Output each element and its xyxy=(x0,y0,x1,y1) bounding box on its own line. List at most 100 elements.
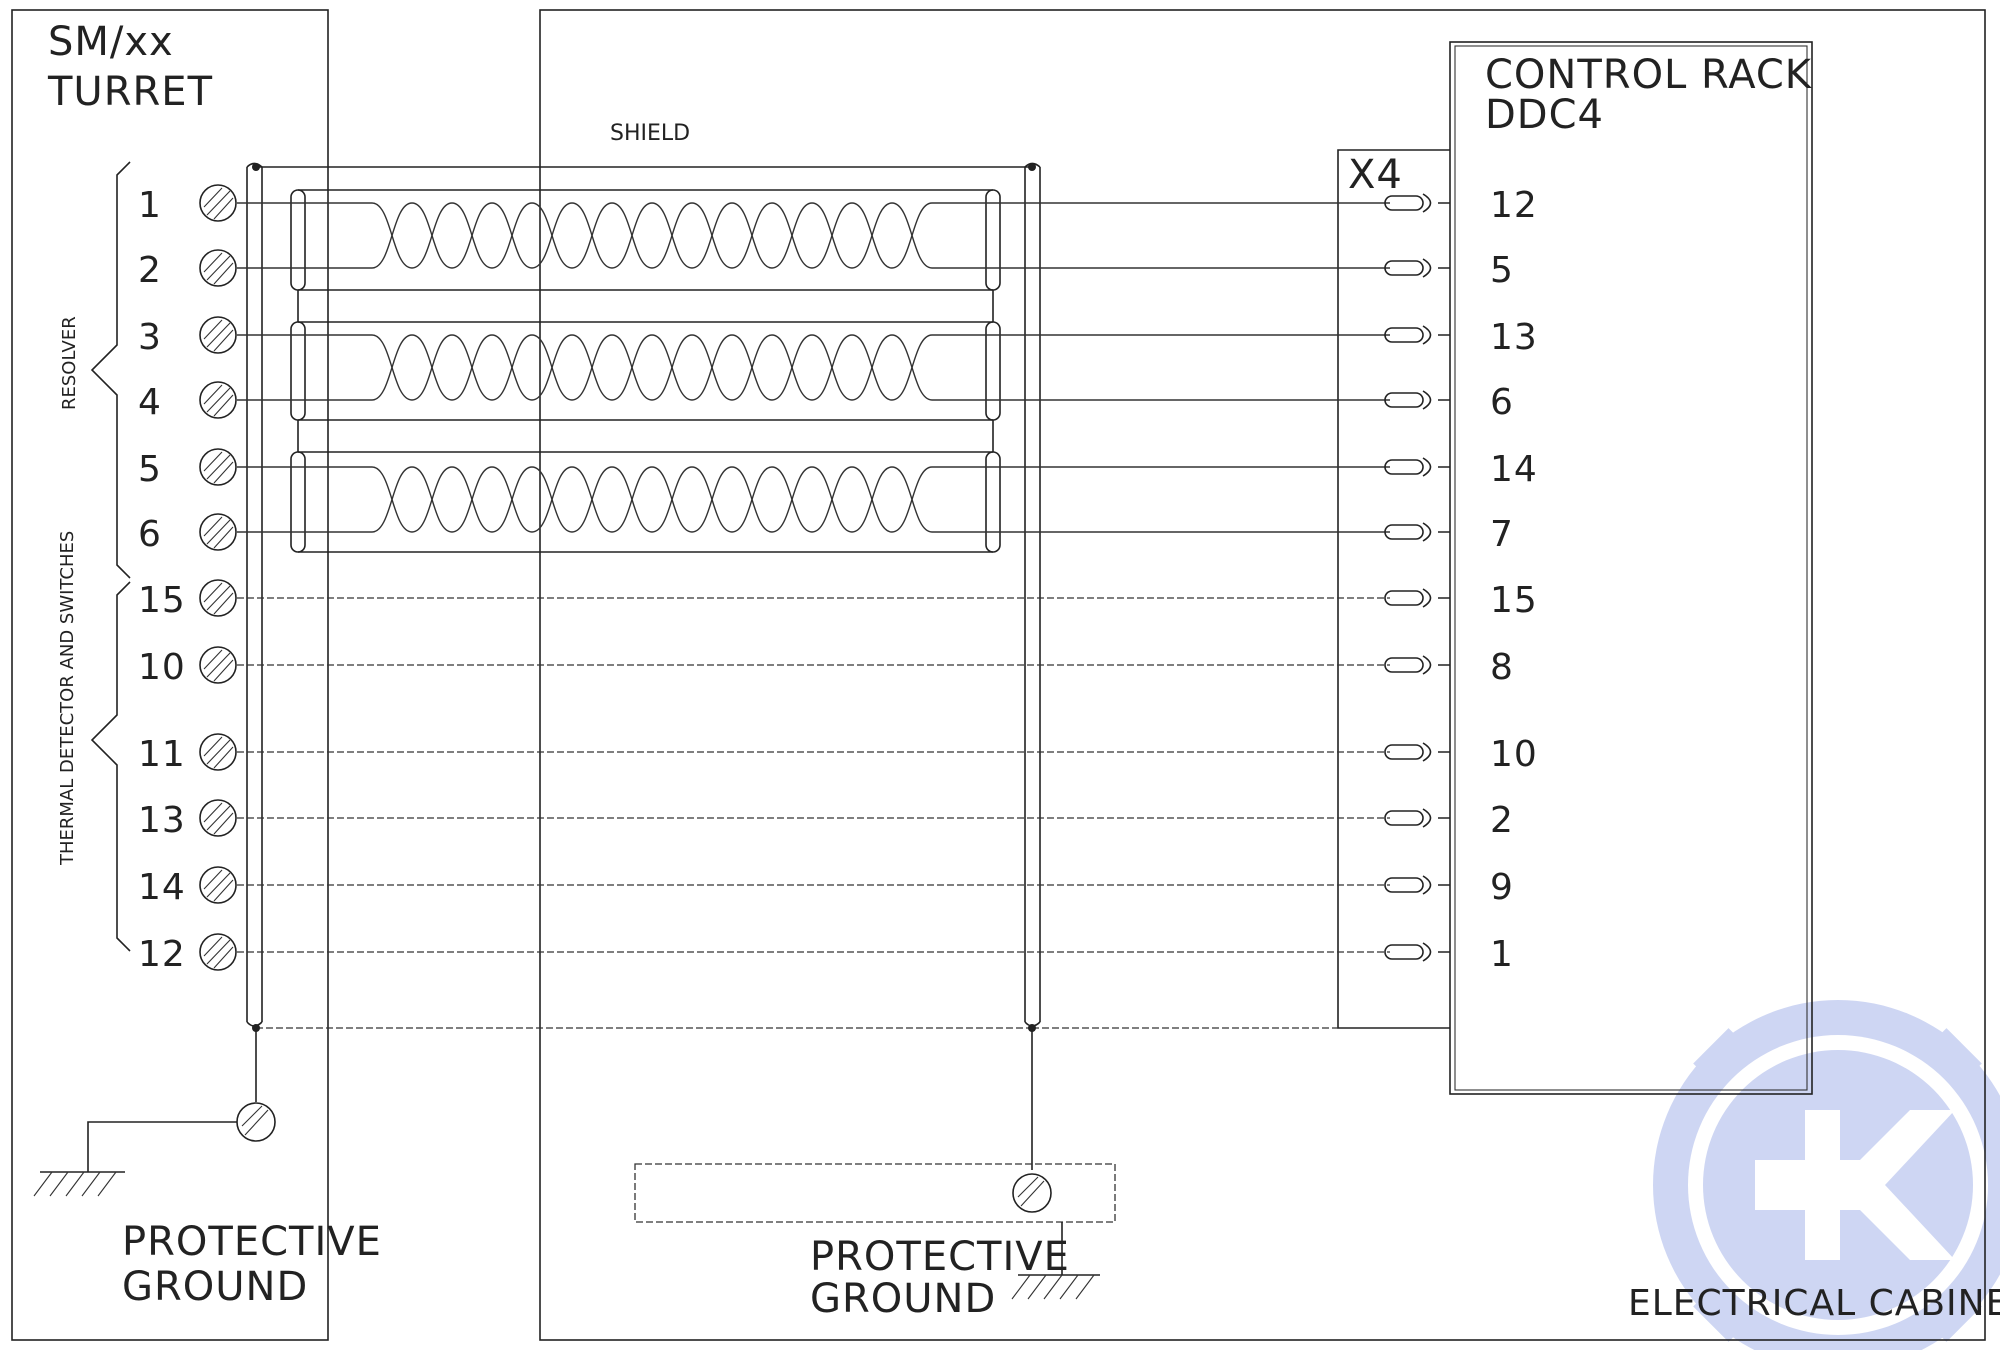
x4-pin-number: 5 xyxy=(1490,250,1514,291)
pin-socket-icon xyxy=(1384,590,1424,606)
x4-connector-block xyxy=(1337,149,1450,1029)
turret-terminal-number: 15 xyxy=(138,580,186,621)
x4-pin: 10 xyxy=(1384,734,1538,775)
turret-terminal: 11 xyxy=(138,733,237,775)
screw-terminal-icon xyxy=(199,184,237,222)
right-ground-terminal-icon xyxy=(1012,1173,1052,1213)
turret-terminal: 10 xyxy=(138,646,237,688)
screw-terminal-icon xyxy=(199,513,237,551)
turret-terminal-number: 10 xyxy=(138,647,186,688)
turret-terminal-number: 4 xyxy=(138,382,162,423)
screw-terminal-icon xyxy=(199,799,237,837)
x4-pin-number: 2 xyxy=(1490,800,1514,841)
screw-terminal-icon xyxy=(199,646,237,684)
pin-socket-icon xyxy=(1384,657,1424,673)
resolver-group-label: RESOLVER xyxy=(59,316,80,410)
turret-enclosure xyxy=(11,9,329,1341)
x4-pin: 1 xyxy=(1384,934,1514,975)
turret-terminal-number: 6 xyxy=(138,514,162,555)
pair-shield-3 xyxy=(298,451,993,553)
x4-pin-number: 14 xyxy=(1490,449,1538,490)
x4-pin: 6 xyxy=(1384,382,1514,423)
x4-pin-number: 7 xyxy=(1490,514,1514,555)
turret-terminal: 3 xyxy=(138,316,237,358)
pin-socket-icon xyxy=(1384,524,1424,540)
pin-socket-icon xyxy=(1384,195,1424,211)
turret-terminal: 14 xyxy=(138,866,237,908)
screw-terminal-icon xyxy=(199,733,237,771)
right-ground-label-line1: PROTECTIVE xyxy=(810,1234,1070,1280)
screw-terminal-icon xyxy=(199,381,237,419)
left-ground-terminal-icon xyxy=(236,1102,276,1142)
twisted-pair-3 xyxy=(371,466,933,533)
turret-terminal-number: 3 xyxy=(138,317,162,358)
control-rack-model: DDC4 xyxy=(1485,92,1604,138)
x4-connector-label: X4 xyxy=(1348,152,1403,198)
electrical-cabinet-label: ELECTRICAL CABINET xyxy=(1628,1283,2000,1324)
right-ground-label-line2: GROUND xyxy=(810,1276,996,1322)
pair-shield-1 xyxy=(298,189,993,291)
pin-socket-icon xyxy=(1384,877,1424,893)
turret-terminal: 5 xyxy=(138,448,237,490)
x4-pin-number: 10 xyxy=(1490,734,1538,775)
x4-pin-number: 15 xyxy=(1490,580,1538,621)
x4-pin: 9 xyxy=(1384,867,1514,908)
turret-title: TURRET xyxy=(47,69,213,115)
thermal-brace xyxy=(90,581,131,952)
left-ground-label-line1: PROTECTIVE xyxy=(122,1219,382,1265)
pin-socket-icon xyxy=(1384,260,1424,276)
right-protective-ground xyxy=(634,1028,1116,1300)
electrical-cabinet-enclosure xyxy=(539,9,1986,1341)
turret-terminal: 12 xyxy=(138,933,237,975)
left-shield-bus xyxy=(246,167,263,1022)
pin-socket-icon xyxy=(1384,744,1424,760)
x4-pin: 8 xyxy=(1384,647,1514,688)
turret-terminal: 6 xyxy=(138,513,237,555)
shield-label: SHIELD xyxy=(610,121,690,146)
turret-terminal: 13 xyxy=(138,799,237,841)
control-rack-title: CONTROL RACK xyxy=(1485,52,1813,98)
turret-model-label: SM/xx xyxy=(48,19,174,65)
x4-pin-number: 8 xyxy=(1490,647,1514,688)
x4-pin-number: 12 xyxy=(1490,185,1538,226)
left-protective-ground xyxy=(33,1028,276,1197)
turret-terminal: 1 xyxy=(138,184,237,226)
x4-pin-number: 9 xyxy=(1490,867,1514,908)
pin-socket-icon xyxy=(1384,392,1424,408)
right-shield-bus xyxy=(1024,167,1041,1022)
turret-terminal: 4 xyxy=(138,381,237,423)
pin-socket-icon xyxy=(1384,810,1424,826)
pin-socket-icon xyxy=(1384,944,1424,960)
thermal-group-label: THERMAL DETECTOR AND SWITCHES xyxy=(57,531,78,866)
x4-pin-number: 13 xyxy=(1490,317,1538,358)
left-ground-label-line2: GROUND xyxy=(122,1264,308,1310)
twisted-pair-2 xyxy=(371,334,933,401)
x4-pin: 5 xyxy=(1384,250,1514,291)
screw-terminal-icon xyxy=(199,316,237,354)
turret-terminal-number: 11 xyxy=(138,734,186,775)
turret-terminal-number: 2 xyxy=(138,250,162,291)
pin-socket-icon xyxy=(1384,327,1424,343)
turret-terminal-number: 1 xyxy=(138,185,162,226)
screw-terminal-icon xyxy=(199,448,237,486)
pin-socket-icon xyxy=(1384,459,1424,475)
turret-terminal-number: 14 xyxy=(138,867,186,908)
resolver-brace xyxy=(90,161,131,579)
x4-pin: 12 xyxy=(1384,185,1538,226)
screw-terminal-icon xyxy=(199,933,237,971)
turret-terminal-number: 5 xyxy=(138,449,162,490)
screw-terminal-icon xyxy=(199,249,237,287)
x4-pin: 7 xyxy=(1384,514,1514,555)
x4-pin: 15 xyxy=(1384,580,1538,621)
x4-pin-number: 1 xyxy=(1490,934,1514,975)
twisted-pair-1 xyxy=(371,202,933,269)
watermark-logo xyxy=(1653,1000,2000,1350)
screw-terminal-icon xyxy=(199,866,237,904)
x4-pin: 13 xyxy=(1384,317,1538,358)
turret-terminal: 15 xyxy=(138,579,237,621)
turret-terminal-number: 13 xyxy=(138,800,186,841)
x4-pin-number: 6 xyxy=(1490,382,1514,423)
x4-pin: 2 xyxy=(1384,800,1514,841)
turret-terminal-number: 12 xyxy=(138,934,186,975)
